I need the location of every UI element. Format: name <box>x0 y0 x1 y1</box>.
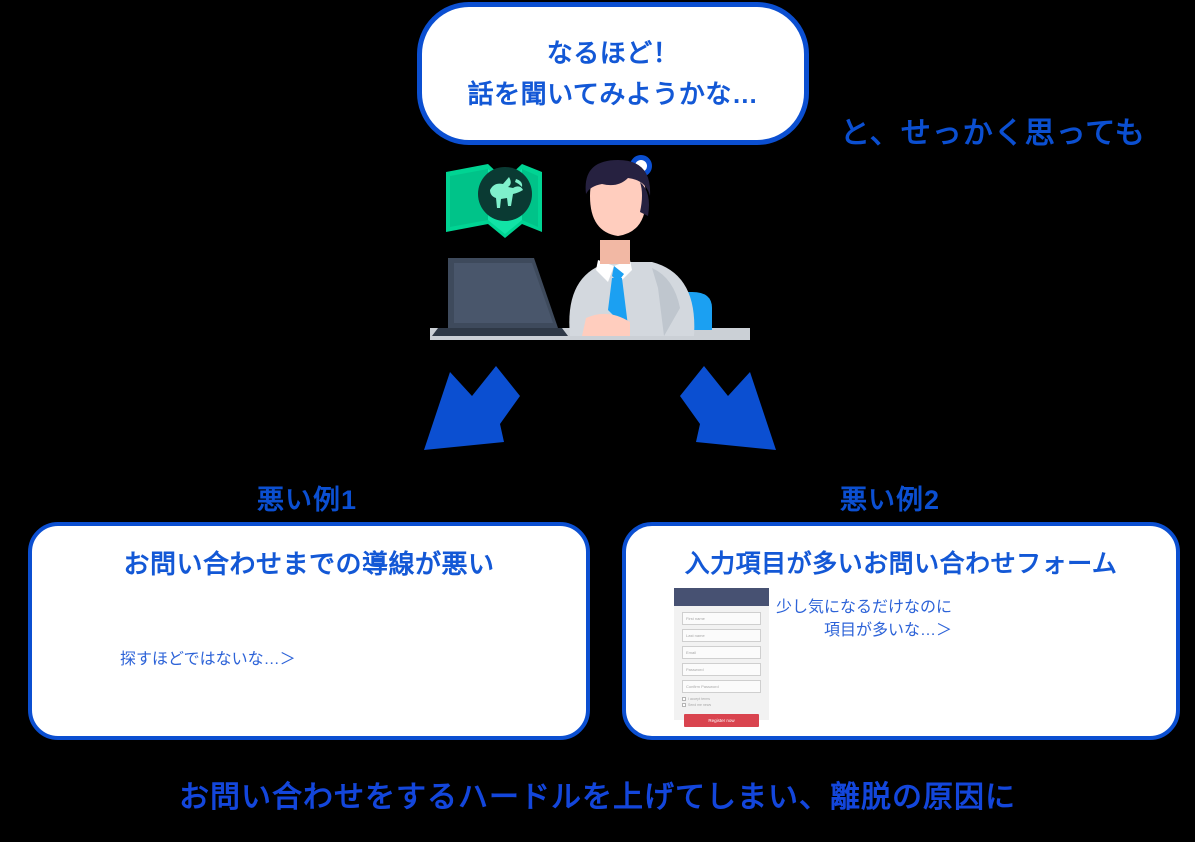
speech-bubble-line-2: 話を聞いてみようかな… <box>467 78 759 109</box>
form-field-email-label: Email <box>686 650 697 655</box>
form-field-last-name[interactable]: Last name <box>682 629 761 642</box>
form-mockup-body: First name Last name Email Password Conf… <box>674 606 769 727</box>
card-1-title: お問い合わせまでの導線が悪い <box>123 549 495 579</box>
card-2-note-line-1: 少し気になるだけなのに <box>776 599 953 616</box>
card-2-note-line-2: 項目が多いな…＞ <box>824 622 953 640</box>
form-field-first-name-label: First name <box>686 616 705 621</box>
branch-arrows <box>400 350 800 470</box>
form-mockup: First name Last name Email Password Conf… <box>674 588 769 727</box>
open-book-icon <box>446 164 542 238</box>
form-field-last-name-label: Last name <box>686 633 705 638</box>
card-2-title: 入力項目が多いお問い合わせフォーム <box>684 550 1118 578</box>
hair <box>585 160 651 196</box>
example-1-label: 悪い例1 <box>257 485 358 515</box>
form-submit-button[interactable]: Register now <box>684 714 759 727</box>
form-checkbox-1-label: I accept terms <box>688 697 710 701</box>
form-checkbox-1[interactable]: I accept terms <box>682 697 761 701</box>
hero-illustration <box>430 150 750 350</box>
card-2-note: 少し気になるだけなのに 項目が多いな…＞ <box>776 596 952 642</box>
checkbox-icon <box>682 697 686 701</box>
arrow-down-right-icon <box>680 366 776 450</box>
form-field-confirm-password[interactable]: Confirm Password <box>682 680 761 693</box>
hands <box>582 313 630 336</box>
branch-arrows-svg <box>424 366 776 450</box>
speech-bubble: なるほど！ 話を聞いてみようかな… <box>417 2 809 145</box>
form-mockup-header <box>674 588 769 606</box>
arrow-down-left-icon <box>424 366 520 450</box>
bad-example-card-1: お問い合わせまでの導線が悪い 探すほどではないな…＞ ? ? ? <box>28 522 590 740</box>
form-checkbox-2-label: Send me news <box>688 703 712 707</box>
form-checkbox-2[interactable]: Send me news <box>682 703 761 707</box>
form-submit-button-label: Register now <box>708 718 735 723</box>
form-field-email[interactable]: Email <box>682 646 761 659</box>
caption-bottom: お問い合わせをするハードルを上げてしまい、離脱の原因に <box>179 781 1016 814</box>
caption-right: と、せっかく思っても <box>840 117 1146 150</box>
form-field-password-label: Password <box>686 667 704 672</box>
form-field-confirm-password-label: Confirm Password <box>686 684 719 689</box>
form-field-first-name[interactable]: First name <box>682 612 761 625</box>
hero-illustration-svg <box>430 160 750 340</box>
collar-left <box>596 260 614 282</box>
laptop-base <box>432 328 568 336</box>
bad-example-card-2: 入力項目が多いお問い合わせフォーム 少し気になるだけなのに 項目が多いな…＞ F… <box>622 522 1180 740</box>
form-field-password[interactable]: Password <box>682 663 761 676</box>
card-1-note: 探すほどではないな…＞ <box>120 651 296 668</box>
speech-bubble-line-1: なるほど！ <box>546 38 680 69</box>
checkbox-icon <box>682 703 686 707</box>
example-2-label: 悪い例2 <box>840 485 941 515</box>
